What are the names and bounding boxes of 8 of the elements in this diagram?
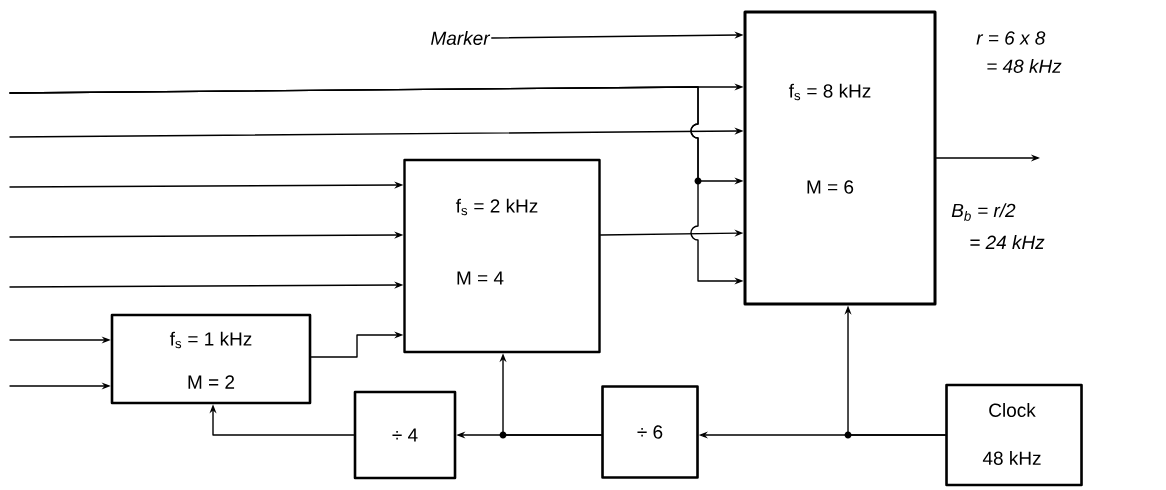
clock-box: Clock 48 kHz <box>945 383 1083 487</box>
multiplexer-box: f$_{s}$ = 2 kHz M = 4 <box>403 158 601 354</box>
multiplexer-box: f$_{s}$ = 8 kHz M = 6 <box>743 10 937 306</box>
equation-text: = 48 kHz <box>987 59 1062 73</box>
equation-text: r = 6 x 8 <box>976 31 1046 45</box>
multiplexer-box: f$_{s}$ = 1 kHz M = 2 <box>110 313 312 405</box>
input-label: Marker <box>431 31 491 45</box>
equation-text: = 24 kHz <box>970 235 1045 249</box>
